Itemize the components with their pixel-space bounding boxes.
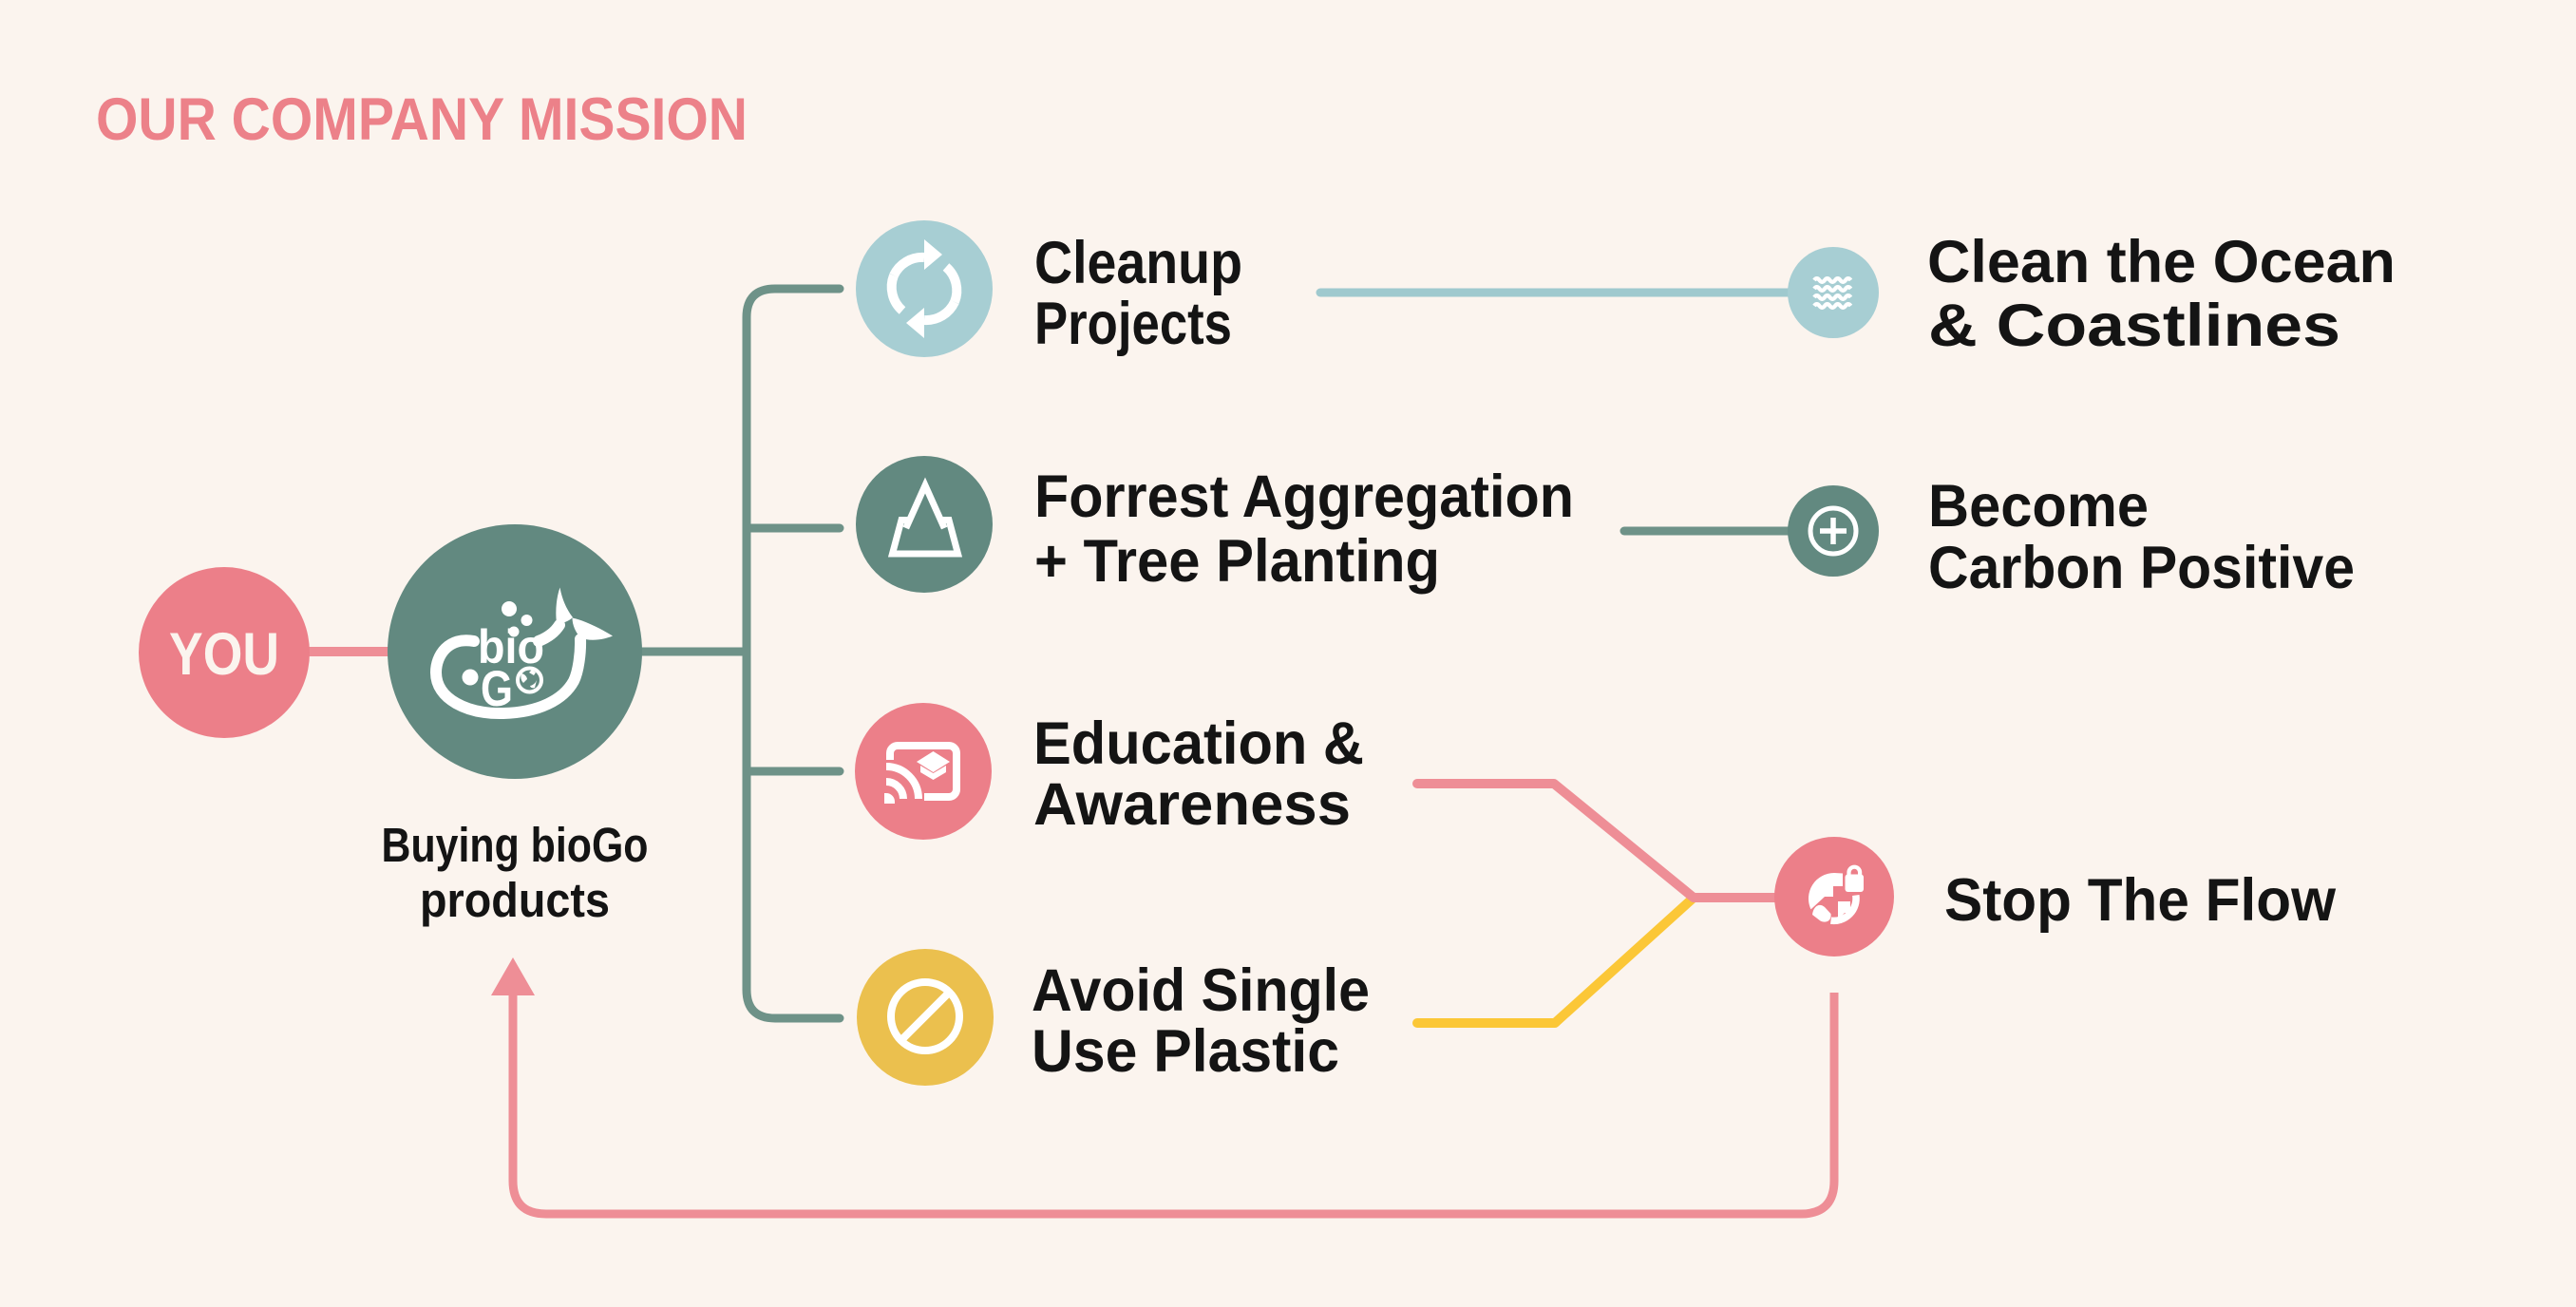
svg-text:products: products bbox=[420, 873, 610, 927]
svg-text:Cleanup: Cleanup bbox=[1034, 230, 1242, 296]
svg-text:G: G bbox=[481, 661, 513, 717]
svg-text:Use Plastic: Use Plastic bbox=[1032, 1018, 1339, 1085]
svg-text:YOU: YOU bbox=[169, 621, 279, 688]
svg-text:Projects: Projects bbox=[1034, 291, 1232, 357]
svg-text:Become: Become bbox=[1928, 473, 2149, 540]
svg-text:OUR COMPANY MISSION: OUR COMPANY MISSION bbox=[96, 86, 748, 153]
svg-text:+ Tree Planting: + Tree Planting bbox=[1034, 528, 1440, 595]
svg-text:Clean the Ocean: Clean the Ocean bbox=[1927, 229, 2396, 295]
svg-text:Buying bioGo: Buying bioGo bbox=[382, 818, 649, 872]
svg-text:bio: bio bbox=[478, 620, 544, 673]
svg-text:& Coastlines: & Coastlines bbox=[1928, 293, 2340, 359]
svg-text:Avoid Single: Avoid Single bbox=[1032, 957, 1370, 1024]
svg-text:Forrest Aggregation: Forrest Aggregation bbox=[1034, 464, 1574, 530]
svg-text:Stop The Flow: Stop The Flow bbox=[1944, 867, 2337, 934]
svg-text:Awareness: Awareness bbox=[1033, 771, 1351, 838]
svg-text:Education &: Education & bbox=[1033, 710, 1364, 777]
svg-text:Carbon Positive: Carbon Positive bbox=[1928, 535, 2355, 601]
